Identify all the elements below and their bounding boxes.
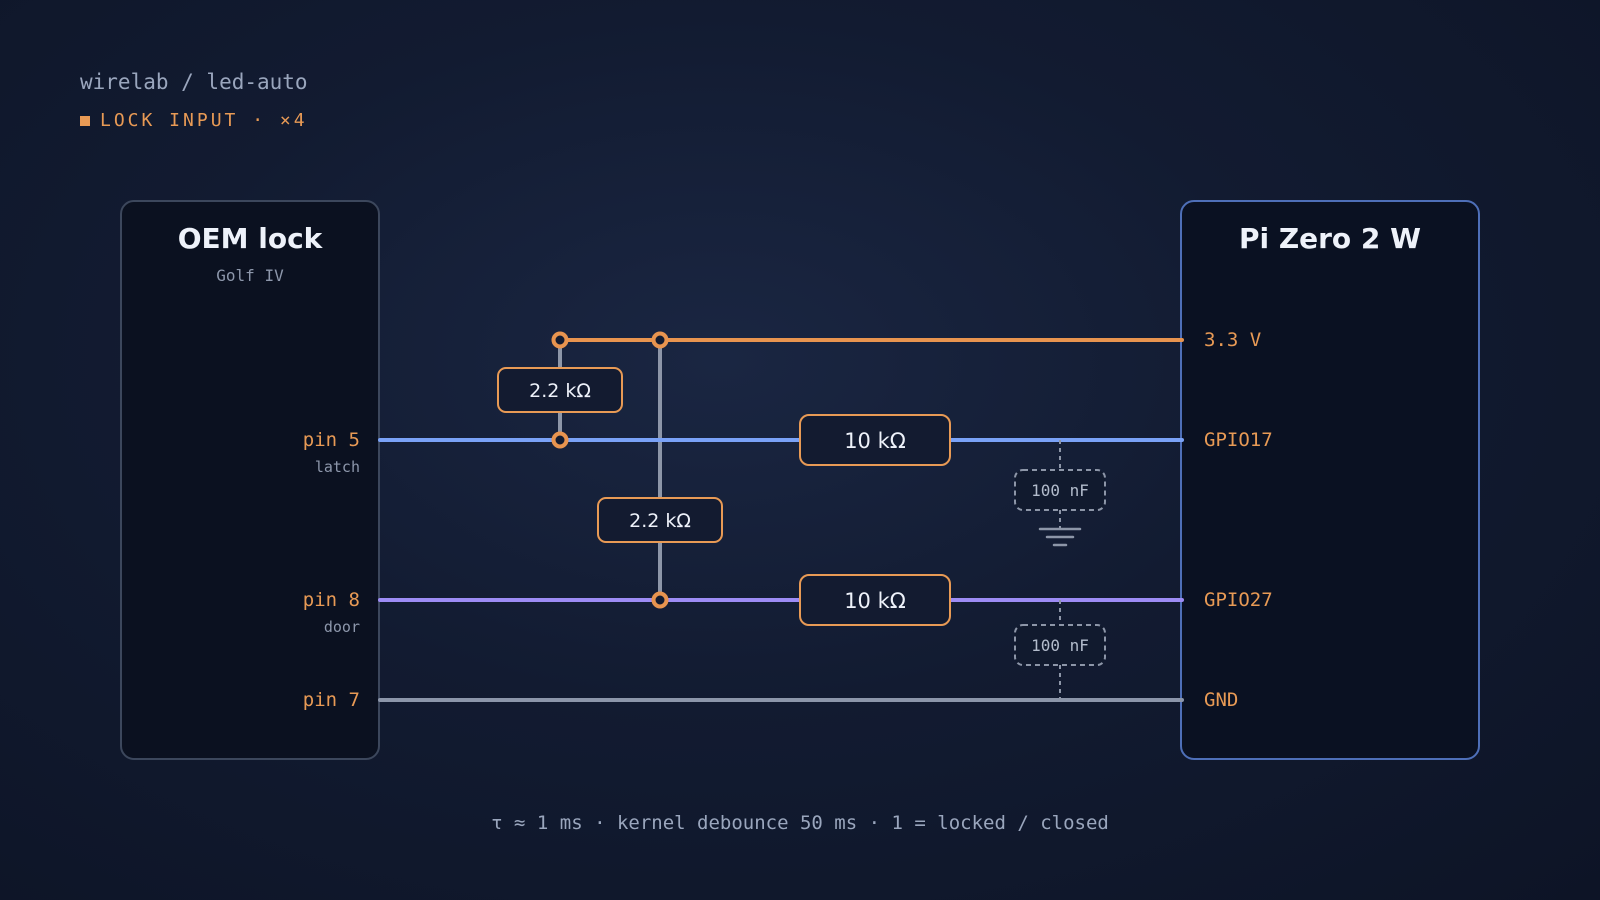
pin-label-door: pin 8 [303, 589, 360, 611]
pi-pin-3v3: 3.3 V [1204, 329, 1261, 351]
junction-dot [651, 591, 669, 609]
pi-pin-gpio17: GPIO17 [1204, 429, 1273, 451]
svg-text:100 nF: 100 nF [1031, 636, 1089, 655]
capacitor-2: 100 nF [1014, 624, 1106, 666]
series-resistor-1: 10 kΩ [799, 414, 951, 466]
junction-dot [551, 331, 569, 349]
pi-pin-gpio27: GPIO27 [1204, 589, 1273, 611]
junction-dot [651, 331, 669, 349]
svg-text:2.2 kΩ: 2.2 kΩ [529, 380, 591, 402]
ground-symbol-icon [1038, 527, 1082, 547]
section-tag-label: LOCK INPUT · ×4 [100, 110, 308, 131]
pullup-resistor-1: 2.2 kΩ [497, 367, 623, 413]
pi-zero-title: Pi Zero 2 W [1238, 222, 1422, 255]
pin-label-latch: pin 5 [303, 429, 360, 451]
oem-lock-panel: OEM lock Golf IV [120, 200, 380, 760]
svg-text:10 kΩ: 10 kΩ [844, 589, 906, 613]
section-tag: LOCK INPUT · ×4 [80, 110, 308, 131]
pi-zero-panel: Pi Zero 2 W [1180, 200, 1480, 760]
oem-lock-title: OEM lock [177, 222, 323, 255]
pin-label-ground: pin 7 [303, 689, 360, 711]
breadcrumb: wirelab / led-auto [80, 70, 308, 94]
pin-sub-latch: latch [315, 458, 360, 476]
footer-note: τ ≈ 1 ms · kernel debounce 50 ms · 1 = l… [491, 812, 1109, 834]
square-icon [80, 115, 90, 126]
svg-text:2.2 kΩ: 2.2 kΩ [629, 510, 691, 532]
svg-text:10 kΩ: 10 kΩ [844, 429, 906, 453]
capacitor-1: 100 nF [1014, 469, 1106, 511]
pi-pin-gnd: GND [1204, 689, 1238, 711]
series-resistor-2: 10 kΩ [799, 574, 951, 626]
junction-dot [551, 431, 569, 449]
svg-text:100 nF: 100 nF [1031, 481, 1089, 500]
pin-sub-door: door [324, 618, 360, 636]
pullup-resistor-2: 2.2 kΩ [597, 497, 723, 543]
oem-lock-subtitle: Golf IV [216, 266, 284, 285]
